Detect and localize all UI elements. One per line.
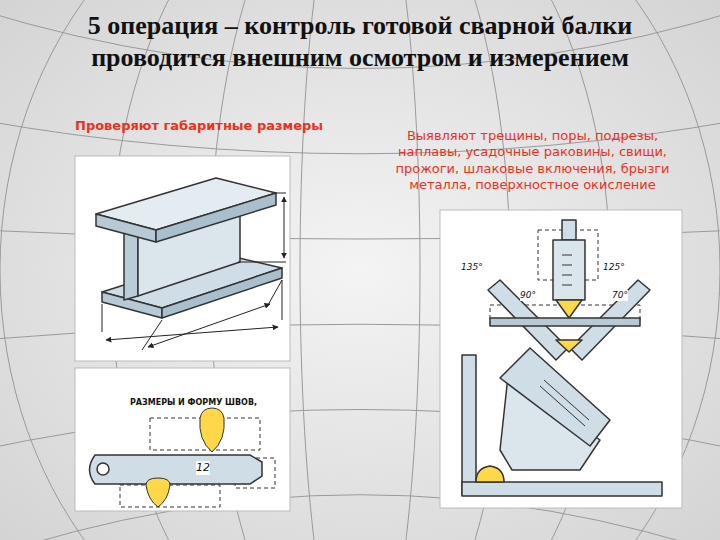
template-caption: РАЗМЕРЫ И ФОРМУ ШВОВ,: [130, 398, 257, 408]
angle-label: 70°: [612, 290, 628, 301]
beam-panel: [75, 156, 290, 361]
angle-label: 125°: [603, 262, 625, 273]
defects-note: Выявляют трещины, поры, подрезы, наплавы…: [385, 128, 680, 193]
template-panel: [75, 368, 290, 511]
slide-title: 5 операция – контроль готовой сварной ба…: [20, 10, 700, 74]
angle-label: 90°: [520, 290, 536, 301]
template-number: 12: [196, 461, 210, 475]
section-label: Проверяют габаритные размеры: [75, 118, 323, 134]
angle-label: 135°: [461, 262, 483, 273]
gauge-panel: [440, 210, 682, 508]
